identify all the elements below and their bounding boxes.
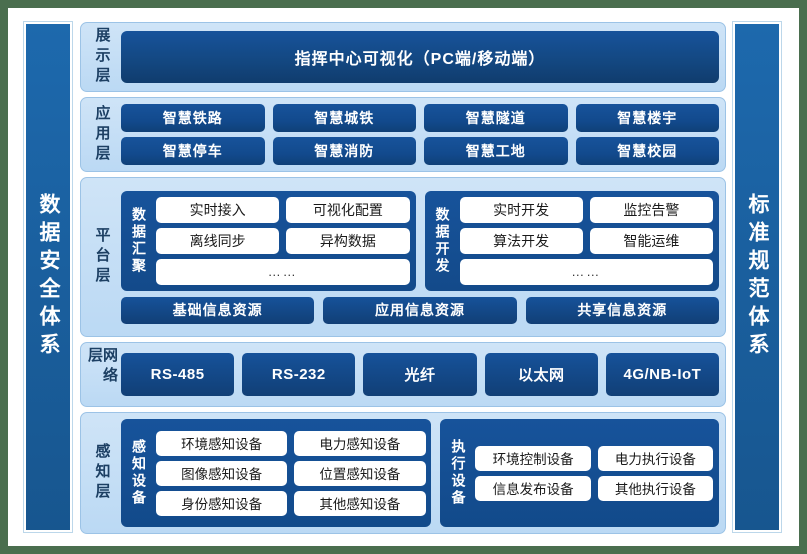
sensor-other[interactable]: 其他感知设备 [294, 490, 426, 516]
network-item-rs485[interactable]: RS-485 [121, 353, 235, 396]
layer-stack: 展示层 指挥中心可视化（PC端/移动端） 应用层 智慧铁路 智慧城铁 智慧隧道 … [80, 22, 726, 534]
layer-display-body: 指挥中心可视化（PC端/移动端） [119, 27, 721, 87]
resource-application-information[interactable]: 应用信息资源 [323, 296, 517, 324]
platform-group-data-aggregation: 数据汇聚 实时接入 可视化配置 离线同步 异构数据 …… [121, 190, 416, 291]
platform-chip-intelligent-ops[interactable]: 智能运维 [589, 227, 713, 254]
layer-application-body: 智慧铁路 智慧城铁 智慧隧道 智慧楼宇 智慧停车 智慧消防 智慧工地 智慧校园 [119, 102, 721, 167]
platform-group-2-row-1: 实时开发 监控告警 [459, 196, 713, 223]
platform-group-2-label: 数据开发 [434, 206, 451, 275]
resource-basic-information[interactable]: 基础信息资源 [121, 296, 315, 324]
platform-group-data-development: 数据开发 实时开发 监控告警 算法开发 智能运维 …… [424, 190, 719, 291]
network-item-4g-nbiot[interactable]: 4G/NB-IoT [605, 353, 720, 396]
sensing-group-1-items: 环境感知设备 电力感知设备 图像感知设备 位置感知设备 身份感知设备 其他感知设… [156, 425, 426, 521]
platform-group-1-label: 数据汇聚 [131, 206, 147, 275]
platform-chip-more-aggregation[interactable]: …… [156, 258, 410, 285]
sensing-group-actuators: 执行设备 环境控制设备 电力执行设备 信息发布设备 其他执行设备 [440, 419, 719, 527]
diagram-frame: 数据安全体系 标准规范体系 展示层 指挥中心可视化（PC端/移动端） 应用层 智… [8, 8, 799, 546]
app-item-smart-urban-rail[interactable]: 智慧城铁 [272, 104, 416, 132]
layer-platform-label: 平台层 [93, 227, 111, 287]
platform-group-2-row-3: …… [459, 258, 713, 285]
platform-chip-heterogeneous-data[interactable]: 异构数据 [286, 227, 410, 254]
platform-group-1-row-2: 离线同步 异构数据 [156, 227, 410, 254]
layer-network-body: RS-485 RS-232 光纤 以太网 4G/NB-IoT [119, 347, 721, 402]
layer-platform: 平台层 数据汇聚 实时接入 可视化配置 离线同步 异构数据 [80, 177, 726, 337]
layer-display: 展示层 指挥中心可视化（PC端/移动端） [80, 22, 726, 92]
platform-groups: 数据汇聚 实时接入 可视化配置 离线同步 异构数据 …… [119, 189, 721, 291]
sensing-group-2-row-2: 信息发布设备 其他执行设备 [475, 475, 714, 501]
sensing-group-2-label: 执行设备 [450, 439, 467, 507]
sensor-environment[interactable]: 环境感知设备 [156, 430, 288, 456]
platform-chip-offline-sync[interactable]: 离线同步 [156, 227, 280, 254]
app-item-smart-construction[interactable]: 智慧工地 [424, 137, 568, 165]
platform-group-2-items: 实时开发 监控告警 算法开发 智能运维 …… [459, 196, 713, 285]
resource-shared-information[interactable]: 共享信息资源 [525, 296, 719, 324]
sidebar-data-security: 数据安全体系 [24, 22, 72, 532]
sensor-location[interactable]: 位置感知设备 [294, 460, 426, 486]
actuator-other[interactable]: 其他执行设备 [597, 475, 714, 501]
app-item-smart-building[interactable]: 智慧楼宇 [575, 104, 719, 132]
actuator-information-release[interactable]: 信息发布设备 [475, 475, 591, 501]
sensor-power[interactable]: 电力感知设备 [294, 430, 426, 456]
platform-group-1-row-1: 实时接入 可视化配置 [156, 196, 410, 223]
layer-network-label: 网络层 [86, 347, 118, 387]
network-items: RS-485 RS-232 光纤 以太网 4G/NB-IoT [119, 351, 721, 398]
sensing-group-1-row-2: 图像感知设备 位置感知设备 [156, 460, 426, 486]
sensing-groups: 感知设备 环境感知设备 电力感知设备 图像感知设备 位置感知设备 [119, 417, 721, 529]
display-command-center-bar[interactable]: 指挥中心可视化（PC端/移动端） [121, 31, 719, 83]
platform-group-2-row-2: 算法开发 智能运维 [459, 227, 713, 254]
sidebar-left-label: 数据安全体系 [37, 193, 61, 361]
platform-chip-realtime-development[interactable]: 实时开发 [459, 196, 583, 223]
platform-group-1-row-3: …… [156, 258, 410, 285]
network-item-fiber[interactable]: 光纤 [363, 353, 477, 396]
network-item-ethernet[interactable]: 以太网 [484, 353, 598, 396]
sensing-group-2-row-1: 环境控制设备 电力执行设备 [475, 445, 714, 471]
app-item-smart-campus[interactable]: 智慧校园 [575, 137, 719, 165]
actuator-power-execution[interactable]: 电力执行设备 [597, 445, 714, 471]
layer-platform-body: 数据汇聚 实时接入 可视化配置 离线同步 异构数据 …… [119, 182, 721, 332]
layer-sensing-label: 感知层 [93, 443, 111, 503]
actuator-environment-control[interactable]: 环境控制设备 [475, 445, 591, 471]
platform-chip-algorithm-development[interactable]: 算法开发 [459, 227, 583, 254]
layer-application-label: 应用层 [93, 104, 111, 165]
network-item-rs232[interactable]: RS-232 [242, 353, 356, 396]
platform-chip-more-development[interactable]: …… [459, 258, 713, 285]
sensing-group-1-row-3: 身份感知设备 其他感知设备 [156, 490, 426, 516]
layer-application: 应用层 智慧铁路 智慧城铁 智慧隧道 智慧楼宇 智慧停车 智慧消防 智慧工地 智… [80, 97, 726, 172]
platform-group-1-items: 实时接入 可视化配置 离线同步 异构数据 …… [156, 196, 410, 285]
sensing-group-sensors: 感知设备 环境感知设备 电力感知设备 图像感知设备 位置感知设备 [121, 419, 432, 527]
platform-chip-monitoring-alarm[interactable]: 监控告警 [589, 196, 713, 223]
app-item-smart-railway[interactable]: 智慧铁路 [121, 104, 265, 132]
app-item-smart-tunnel[interactable]: 智慧隧道 [424, 104, 568, 132]
application-grid: 智慧铁路 智慧城铁 智慧隧道 智慧楼宇 智慧停车 智慧消防 智慧工地 智慧校园 [119, 102, 721, 167]
platform-chip-realtime-ingest[interactable]: 实时接入 [156, 196, 280, 223]
layer-network: 网络层 RS-485 RS-232 光纤 以太网 4G/NB-IoT [80, 342, 726, 407]
sensing-group-1-row-1: 环境感知设备 电力感知设备 [156, 430, 426, 456]
layer-display-label: 展示层 [93, 27, 111, 87]
sensing-group-1-label: 感知设备 [131, 439, 147, 507]
layer-sensing-body: 感知设备 环境感知设备 电力感知设备 图像感知设备 位置感知设备 [119, 417, 721, 529]
platform-resource-bars: 基础信息资源 应用信息资源 共享信息资源 [119, 291, 721, 326]
platform-chip-visual-config[interactable]: 可视化配置 [286, 196, 410, 223]
app-item-smart-firefighting[interactable]: 智慧消防 [272, 137, 416, 165]
sensor-identity[interactable]: 身份感知设备 [156, 490, 288, 516]
layer-sensing: 感知层 感知设备 环境感知设备 电力感知设备 图像感知设备 位置感知设备 [80, 412, 726, 534]
sensing-group-2-items: 环境控制设备 电力执行设备 信息发布设备 其他执行设备 [475, 425, 714, 521]
sidebar-right-label: 标准规范体系 [746, 193, 770, 361]
sidebar-standards: 标准规范体系 [733, 22, 781, 532]
sensor-image[interactable]: 图像感知设备 [156, 460, 288, 486]
app-item-smart-parking[interactable]: 智慧停车 [121, 137, 265, 165]
